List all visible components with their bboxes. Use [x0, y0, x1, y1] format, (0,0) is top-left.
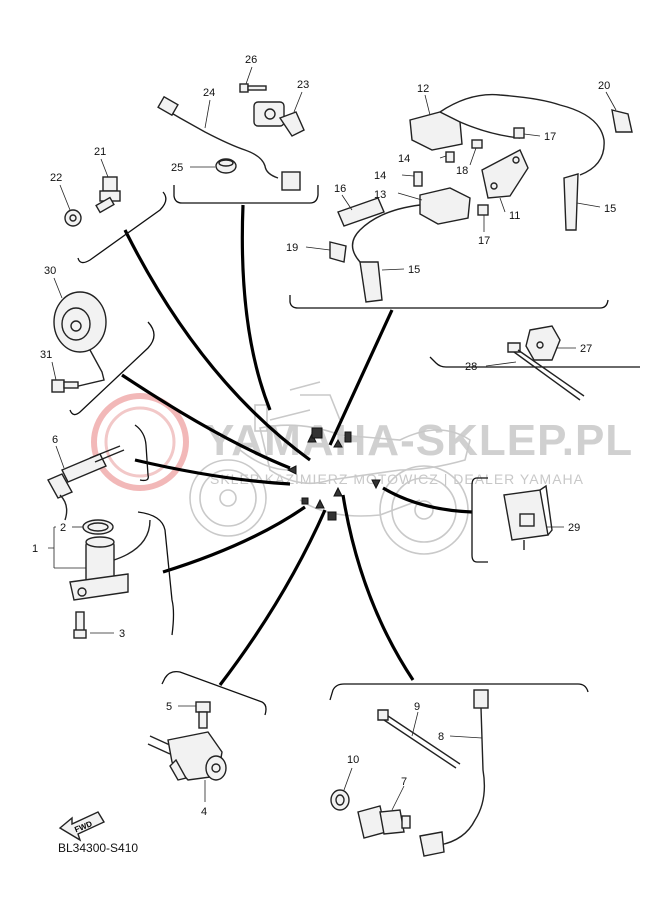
bracket-6 — [134, 424, 149, 482]
part-number-22: 22 — [50, 172, 62, 184]
part-19-clip[interactable] — [305, 241, 347, 263]
part-number-23: 23 — [297, 79, 309, 91]
fwd-arrow-icon: FWD — [58, 811, 106, 842]
bracket-22 — [77, 191, 167, 264]
part-7-sensor[interactable] — [357, 785, 411, 839]
part-11-coil-bracket[interactable] — [481, 149, 529, 213]
part-1-sensor-assembly[interactable] — [48, 519, 151, 601]
part-28-cable-tie[interactable] — [485, 342, 585, 401]
part-number-14b: 14 — [374, 170, 386, 182]
part-18-bolt[interactable] — [469, 139, 483, 166]
part-number-9: 9 — [414, 701, 420, 713]
part-27-bracket[interactable] — [525, 325, 576, 361]
part-31-bolt[interactable] — [51, 361, 79, 393]
part-number-7: 7 — [401, 776, 407, 788]
part-number-29: 29 — [568, 522, 580, 534]
bracket-30 — [69, 321, 155, 416]
part-number-2: 2 — [60, 522, 66, 534]
bracket-5 — [161, 670, 267, 716]
connector-lines — [121, 204, 473, 686]
part-number-17b: 17 — [478, 235, 490, 247]
part-number-18: 18 — [456, 165, 468, 177]
bracket-1 — [137, 511, 175, 636]
part-5-bolt[interactable] — [178, 701, 211, 729]
part-14-bolt-lower[interactable] — [401, 171, 423, 187]
part-16-tube[interactable] — [337, 194, 385, 227]
watermark-sub: SKLEP KAZIMIERZ MOTOWICZ | DEALER YAMAHA — [210, 471, 584, 487]
part-number-12: 12 — [417, 83, 429, 95]
motorcycle-silhouette — [189, 381, 471, 555]
part-number-31: 31 — [40, 349, 52, 361]
part-number-16: 16 — [334, 183, 346, 195]
part-17-nut-upper[interactable] — [513, 127, 541, 139]
part-number-28: 28 — [465, 361, 477, 373]
part-26-bolt[interactable] — [239, 66, 267, 93]
part-22-washer[interactable] — [59, 184, 82, 227]
part-9-cable-tie[interactable] — [377, 709, 461, 769]
part-13-ignition-coil[interactable] — [351, 187, 471, 263]
part-number-20: 20 — [598, 80, 610, 92]
part-2-o-ring[interactable] — [72, 519, 114, 535]
watermark-main: YAMAHA-SKLEP.PL — [205, 416, 633, 465]
part-number-8: 8 — [438, 731, 444, 743]
part-number-17a: 17 — [544, 131, 556, 143]
part-number-labels: 1 2 3 4 5 6 7 8 9 10 11 12 13 14 14 15 1… — [32, 54, 616, 818]
part-21-switch[interactable] — [95, 158, 121, 214]
part-number-3: 3 — [119, 628, 125, 640]
part-number-10: 10 — [347, 754, 359, 766]
bracket-23 — [173, 185, 319, 204]
part-6-sensor[interactable] — [47, 445, 125, 521]
part-number-21: 21 — [94, 146, 106, 158]
part-3-bolt[interactable] — [73, 611, 114, 639]
part-number-30: 30 — [44, 265, 56, 277]
part-17-nut-lower[interactable] — [477, 204, 489, 232]
part-8-sensor-lead[interactable] — [419, 689, 489, 857]
part-4-sensor[interactable] — [147, 731, 227, 802]
part-30-horn[interactable] — [53, 277, 107, 389]
part-number-15b: 15 — [408, 264, 420, 276]
bracket-29 — [471, 477, 488, 563]
watermark-logo-inner — [104, 406, 176, 478]
part-25-clamp[interactable] — [190, 158, 237, 174]
part-number-13: 13 — [374, 189, 386, 201]
part-14-bolt-upper[interactable] — [439, 151, 455, 163]
part-number-19: 19 — [286, 242, 298, 254]
part-number-4: 4 — [201, 806, 207, 818]
part-number-6: 6 — [52, 434, 58, 446]
callout-brackets — [69, 185, 640, 716]
part-15-plug-cap-right[interactable] — [563, 173, 601, 231]
part-29-relay[interactable] — [503, 484, 564, 550]
diagram-code: BL34300-S410 — [58, 841, 138, 855]
bracket-9 — [329, 683, 589, 701]
part-23-speed-sensor[interactable] — [253, 91, 305, 137]
watermark: YAMAHA-SKLEP.PL SKLEP KAZIMIERZ MOTOWICZ… — [91, 393, 633, 491]
watermark-logo — [91, 393, 189, 491]
part-number-11: 11 — [509, 210, 520, 222]
part-20-clip[interactable] — [605, 91, 633, 133]
part-number-24: 24 — [203, 87, 215, 99]
part-number-27: 27 — [580, 343, 592, 355]
bracket-11 — [289, 295, 609, 309]
bracket-27 — [429, 356, 640, 368]
part-number-14a: 14 — [398, 153, 410, 165]
part-number-5: 5 — [166, 701, 172, 713]
part-number-1: 1 — [32, 543, 38, 555]
part-number-26: 26 — [245, 54, 257, 66]
part-10-washer[interactable] — [330, 767, 353, 811]
part-number-15a: 15 — [604, 203, 616, 215]
part-number-25: 25 — [171, 162, 183, 174]
part-24-sensor-lead[interactable] — [157, 95, 301, 191]
part-15-plug-cap-left[interactable] — [359, 261, 405, 303]
